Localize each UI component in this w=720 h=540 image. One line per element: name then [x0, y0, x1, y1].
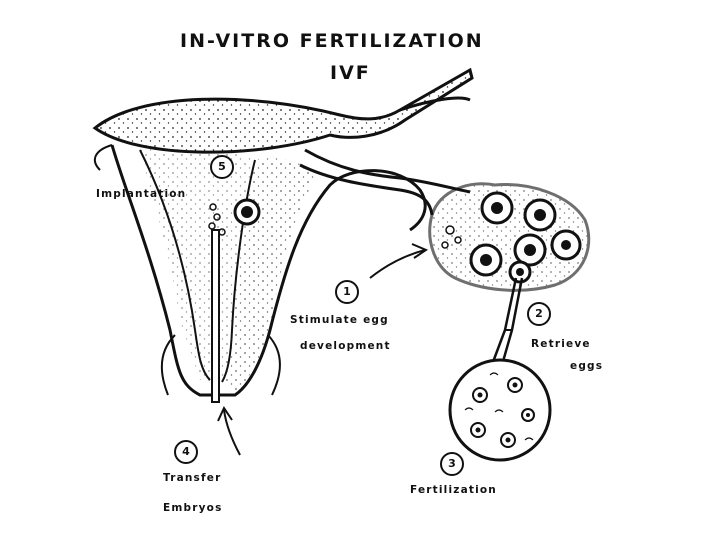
- bladder-shape: [95, 70, 472, 152]
- uterus-shape: [95, 145, 425, 395]
- step-2-number: 2: [527, 302, 551, 326]
- step-1-label-line1: Stimulate egg: [290, 314, 389, 326]
- step-1-label-line2: development: [300, 340, 391, 352]
- transfer-catheter: [212, 230, 219, 402]
- step-3-number: 3: [440, 452, 464, 476]
- step-1-number: 1: [335, 280, 359, 304]
- step-3-label: Fertilization: [410, 484, 497, 496]
- retrieval-needle: [490, 278, 522, 372]
- step-4-label-line1: Transfer: [163, 472, 221, 484]
- step-2-label-line1: Retrieve: [531, 338, 591, 350]
- step-5-label: Implantation: [96, 188, 186, 200]
- step-4-number: 4: [174, 440, 198, 464]
- petri-dish: [450, 360, 550, 460]
- step-2-label-line2: eggs: [570, 360, 603, 372]
- step-4-label-line2: Embryos: [163, 502, 223, 514]
- step-5-number: 5: [210, 155, 234, 179]
